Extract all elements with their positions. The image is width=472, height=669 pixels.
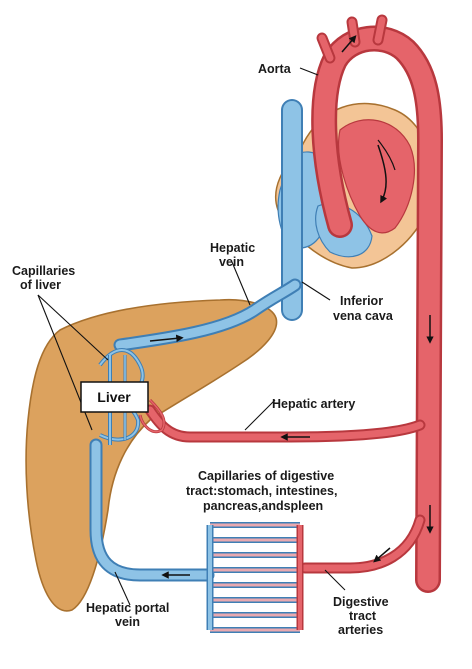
capillaries-liver-leader-1 [37,294,109,361]
capillaries-digestive-label-line1: Capillaries of digestive [198,469,334,483]
digestive-artery-vessel-inner [301,516,424,572]
capillaries-liver-label-line1: Capillaries [12,264,75,278]
heart-inner-flow [377,139,396,171]
hepatic-vein-arrow [149,334,184,343]
hepatic-portal-vein-label-line2: vein [115,615,140,629]
aorta-arrow-top [341,35,357,53]
aorta-vessel [311,14,444,593]
vena-cava-label-line2: vena cava [333,309,394,323]
digestive-arteries-label-line2: tract [349,609,377,623]
hepatic-artery-leader [244,399,276,431]
capillaries-digestive-label-line3: pancreas,andspleen [203,499,323,513]
left-ventricle [338,119,415,234]
aorta-leader [299,67,319,76]
liver-label: Liver [97,389,131,405]
aorta-label: Aorta [258,62,292,76]
hepatic-portal-leader [114,571,131,606]
heart-flow-arrow [377,144,388,204]
hepatic-portal-vein-label-line1: Hepatic portal [86,601,169,615]
hepatic-artery-label: Hepatic artery [272,397,355,411]
vena-cava-label-line1: Inferior [340,294,383,308]
hepatic-vein-label-line2: vein [219,255,244,269]
hepatic-vein-vessel-inner [115,280,300,350]
digestive-arteries-label-line1: Digestive [333,595,389,609]
liver-label-box [80,381,149,413]
hepatic-vein-leader [231,261,251,306]
capillaries-liver-label-line2: of liver [20,278,61,292]
digestive-artery-arrow [373,547,391,563]
digestive-arteries-label-line3: arteries [338,623,383,637]
capillaries-digestive-label-line2: tract:stomach, intestines, [186,484,337,498]
liver-organ [25,298,278,612]
digestive-artery-vessel [299,514,426,574]
digestive-capillary-bed [206,522,304,633]
vena-cava-leader [301,281,331,301]
hepatic-vein-label-line1: Hepatic [210,241,255,255]
digestive-arteries-leader [324,569,346,591]
hepatic-portal-vein-vessel-inner [91,440,213,580]
